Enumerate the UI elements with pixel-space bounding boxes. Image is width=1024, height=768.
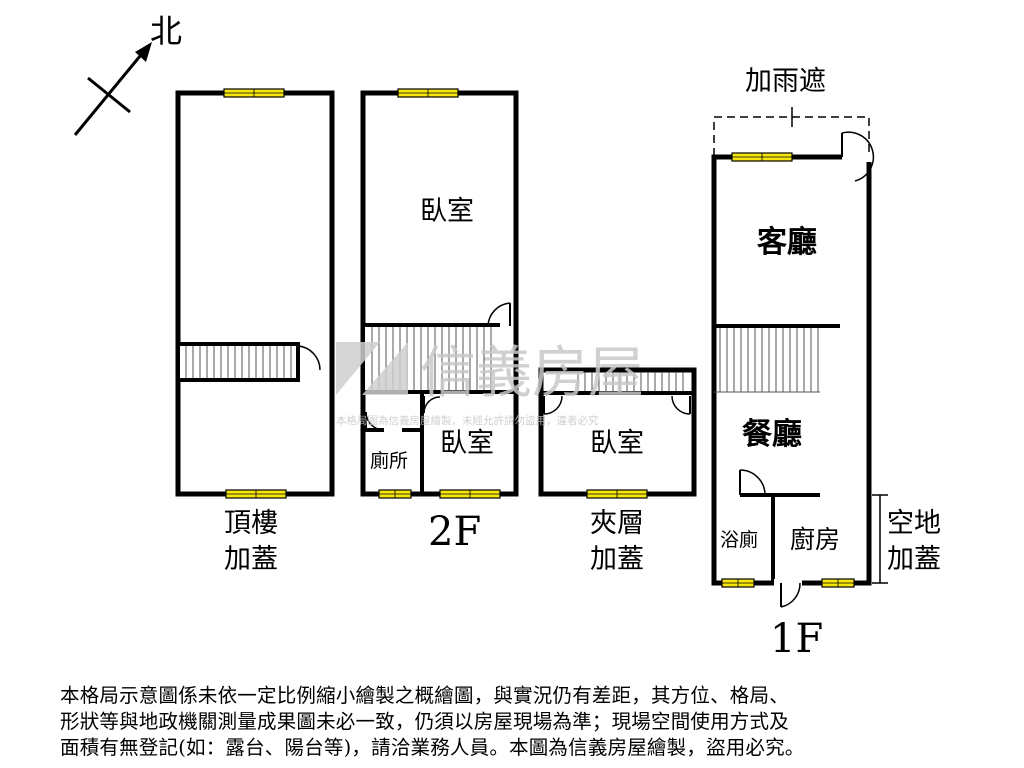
side-yard-label-line1: 空地 [887, 508, 941, 539]
second-floor: 臥室 臥室 廁所 2F [360, 88, 519, 555]
first-floor-walls [711, 154, 872, 586]
rooftop-stair [176, 342, 300, 382]
2f-window-toilet [378, 489, 412, 499]
canopy-outline [713, 116, 870, 158]
2f-bedroom-main-label: 臥室 [420, 196, 474, 227]
rooftop-label-line2: 加蓋 [224, 544, 278, 575]
mezzanine-bedroom-label: 臥室 [590, 428, 644, 459]
rooftop-window-bottom [225, 489, 287, 499]
disclaimer: 本格局示意圖係未依一定比例縮小繪製之概繪圖，與實況仍有差距，其方位、格局、 形狀… [60, 683, 980, 761]
bathroom-label: 浴廁 [720, 528, 758, 551]
mezzanine-window [586, 489, 648, 499]
disclaimer-line3: 面積有無登記(如：露台、陽台等)，請洽業務人員。本圖為信義房屋繪製，盜用必究。 [60, 736, 805, 759]
side-yard-label-line2: 加蓋 [887, 544, 941, 575]
2f-toilet-label: 廁所 [370, 449, 408, 472]
canopy-label: 加雨遮 [745, 66, 826, 97]
kitchen-label: 廚房 [790, 525, 840, 554]
2f-window-top [397, 88, 459, 98]
watermark-notice: 本格局圖為信義房屋繪製，未經允許請勿盜用，違者必究 [336, 414, 599, 427]
2f-floor-label: 2F [428, 509, 481, 555]
rooftop-label-line1: 頂樓 [224, 508, 278, 539]
dining-room-label: 餐廳 [742, 417, 802, 452]
1f-window-top [731, 152, 793, 162]
1f-window-kitchen [821, 578, 855, 588]
living-room-label: 客廳 [757, 225, 817, 260]
1f-floor-label: 1F [770, 616, 823, 662]
watermark: 信義房屋 本格局圖為信義房屋繪製，未經允許請勿盜用，違者必究 [336, 341, 644, 427]
mezzanine-floor: 臥室 夾層 加蓋 [538, 367, 697, 575]
rooftop-floor: 頂樓 加蓋 [175, 88, 335, 575]
mezzanine-label-line2: 加蓋 [590, 544, 644, 575]
2f-bedroom-small-label: 臥室 [440, 428, 494, 459]
disclaimer-line2: 形狀等與地政機關測量成果圖未必一致，仍須以房屋現場為準；現場空間使用方式及 [60, 710, 789, 733]
rooftop-window-top [223, 88, 285, 98]
2f-window-bottom [439, 489, 501, 499]
mezzanine-label-line1: 夾層 [590, 508, 644, 539]
1f-window-bath [721, 578, 755, 588]
compass: 北 [73, 12, 182, 136]
watermark-brand: 信義房屋 [420, 341, 644, 406]
disclaimer-line1: 本格局示意圖係未依一定比例縮小繪製之概繪圖，與實況仍有差距，其方位、格局、 [60, 684, 789, 707]
first-floor: 加雨遮 [711, 66, 941, 662]
north-label: 北 [150, 12, 182, 50]
rooftop-walls [175, 90, 335, 497]
